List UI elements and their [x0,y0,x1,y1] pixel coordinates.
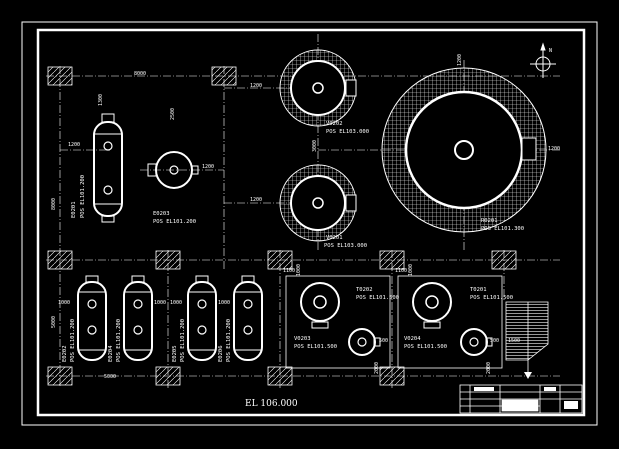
dim-1300: 1300 [98,94,104,106]
dim-1100-b: 1100 [395,268,407,274]
dimension-labels: 8000 1300 2500 1200 1200 1200 1200 3000 … [51,54,560,380]
r0201-pos: POS EL101.300 [481,226,524,232]
v0202-pos: POS EL103.000 [326,129,369,135]
tank-v0201 [279,164,357,242]
dim-8000-left: 8000 [51,198,57,210]
dim-5000-left: 5000 [51,316,57,328]
tank-v0202 [279,49,357,127]
elevation-label: EL 106.000 [245,399,298,409]
t0202-tag: T0202 [356,287,373,293]
dim-500-b: 500 [490,338,499,344]
r0201-tag: R0201 [481,218,498,224]
v0201-tag: V0201 [326,235,343,241]
e0203-tag: E0203 [153,211,170,217]
dim-3000: 3000 [312,140,318,152]
e0206-pos: POS EL101.200 [226,319,232,362]
dim-5000-bottom: 5000 [104,374,116,380]
tank-t0202 [300,282,340,329]
vessel-e0203 [147,151,199,189]
dim-1000-a: 1000 [58,300,70,306]
t0201-pos: POS EL101.500 [470,295,513,301]
drum-v0204 [460,328,493,356]
e0201-pos: POS EL101.200 [80,175,86,218]
dim-1200-b: 1200 [250,197,262,203]
vessel-e0205 [187,275,217,361]
title-block [459,384,583,414]
e0203-pos: POS EL101.200 [153,219,196,225]
platform-outlines [285,275,503,369]
dim-500-a: 500 [379,338,388,344]
e0205-tag: E0205 [172,345,178,362]
reactor-r0201 [381,67,547,233]
v0204-tag: V0204 [404,336,421,342]
v0203-tag: V0203 [294,336,311,342]
stair-area [505,301,549,379]
dim-2000-b: 2000 [486,362,492,374]
dim-1000-f: 1000 [408,264,414,276]
dim-2000-a: 2000 [374,362,380,374]
t0202-pos: POS EL101.500 [356,295,399,301]
sheet-inner-border [36,28,586,417]
dim-span-top: 8000 [134,71,146,77]
v0203-pos: POS EL101.500 [294,344,337,350]
e0201-tag: E0201 [71,201,77,218]
dim-1000-b: 1000 [154,300,166,306]
e0202-pos: POS EL101.200 [70,319,76,362]
dim-1000-d: 1000 [218,300,230,306]
sheet-outer-border [21,21,598,426]
dim-1200-right: 1200 [457,54,463,66]
t0201-tag: T0201 [470,287,487,293]
e0205-pos: POS EL101.200 [180,319,186,362]
v0201-pos: POS EL103.000 [324,243,367,249]
vessel-e0202 [77,275,107,361]
e0204-tag: E0204 [108,345,114,362]
vessel-e0206 [233,275,263,361]
column-bases [47,66,517,386]
dim-1200-big: 1200 [548,146,560,152]
north-arrow-icon [530,42,556,78]
dim-1000-c: 1000 [170,300,182,306]
vessel-e0204 [123,275,153,361]
e0204-pos: POS EL101.200 [116,319,122,362]
dim-1500: 1500 [508,338,520,344]
e0202-tag: E0202 [62,345,68,362]
dim-1200-mid: 1200 [202,164,214,170]
v0202-tag: V0202 [326,121,343,127]
drum-v0203 [348,328,381,356]
north-arrow-label: N [549,48,552,54]
e0206-tag: E0206 [218,345,224,362]
dim-1000-e: 1000 [296,264,302,276]
equipment-labels: E0201 POS EL101.200 E0203 POS EL101.200 … [62,121,524,362]
v0204-pos: POS EL101.500 [404,344,447,350]
dim-1200-a: 1200 [250,83,262,89]
dim-1200-left: 1200 [68,142,80,148]
dim-1100-a: 1100 [283,268,295,274]
tank-t0201 [412,282,452,329]
vessel-e0201 [93,113,123,223]
dim-2500: 2500 [170,108,176,120]
